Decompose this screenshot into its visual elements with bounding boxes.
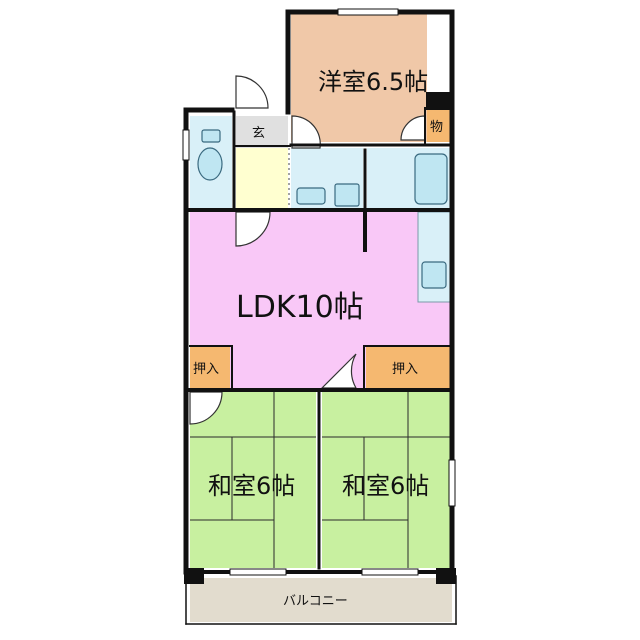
closet-right-label: 押入 xyxy=(392,362,419,377)
fixtures xyxy=(197,129,448,289)
walls xyxy=(183,9,457,625)
washing-machine-icon xyxy=(334,183,360,207)
tatami-lines xyxy=(190,392,451,568)
corridor xyxy=(236,148,288,208)
closet-left-label: 押入 xyxy=(193,362,220,377)
ldk-room-label: LDK10帖 xyxy=(236,290,364,325)
wall-posts xyxy=(184,92,456,584)
closet-left xyxy=(190,346,230,388)
toilet-icon xyxy=(197,147,223,181)
balcony-label: バルコニー xyxy=(283,594,348,609)
entrance-label: 玄 xyxy=(252,126,266,141)
japanese-room-left xyxy=(190,392,316,568)
western-room-label: 洋室6.5帖 xyxy=(318,68,429,96)
closet-right xyxy=(366,346,451,388)
western-room xyxy=(291,14,427,142)
storage-closet xyxy=(427,108,451,142)
balcony-area xyxy=(190,578,452,622)
bathtub-icon xyxy=(414,153,448,205)
washbasin-icon xyxy=(296,187,326,205)
windows xyxy=(182,8,456,576)
japanese-room-right-label: 和室6帖 xyxy=(342,472,430,500)
japanese-room-right xyxy=(322,392,451,568)
japanese-room-left-label: 和室6帖 xyxy=(208,472,296,500)
door-swings xyxy=(189,75,426,425)
storage-label: 物 xyxy=(430,120,444,135)
entrance-area xyxy=(236,116,288,148)
stove-icon xyxy=(421,261,447,289)
